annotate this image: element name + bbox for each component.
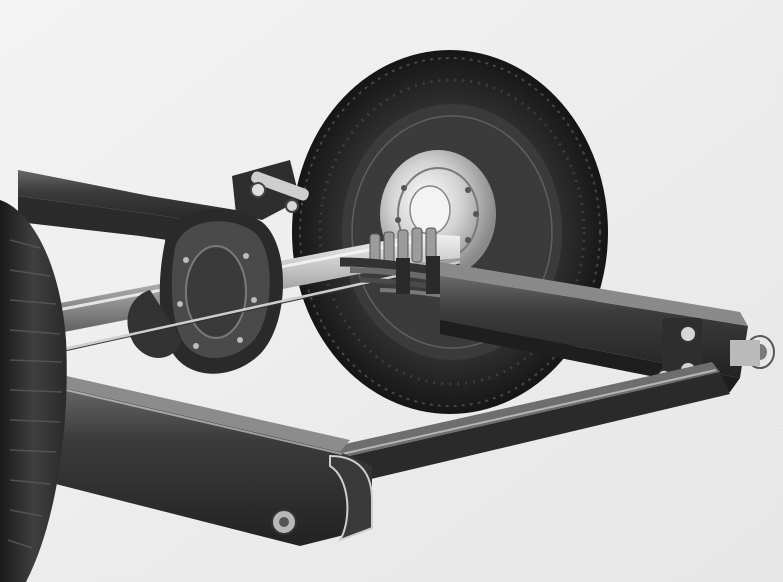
- photo-frame: [0, 0, 783, 582]
- halftone-overlay: [0, 0, 783, 582]
- chassis-photo: [0, 0, 783, 582]
